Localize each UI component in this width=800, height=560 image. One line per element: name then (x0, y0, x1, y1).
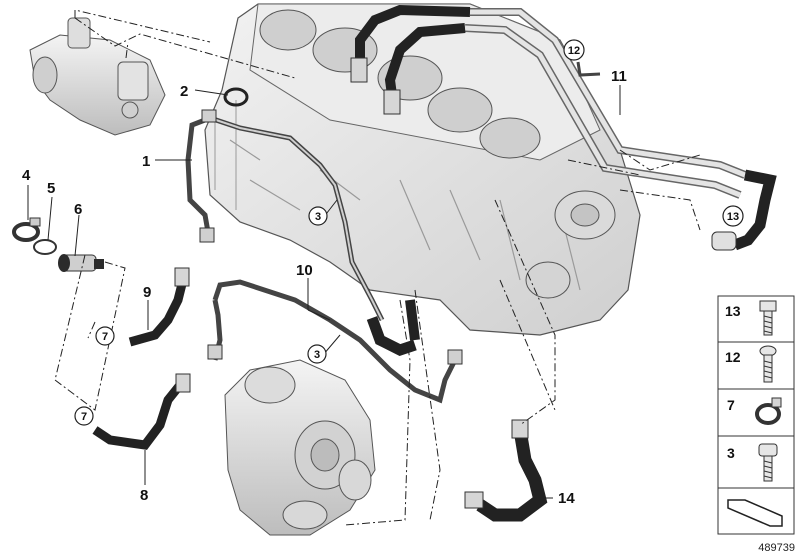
svg-text:12: 12 (725, 349, 741, 365)
hose-clamp-icon (755, 397, 782, 425)
socket-head-bolt-icon (758, 443, 778, 482)
callout-7a: 7 (95, 326, 115, 346)
bracket-12 (576, 61, 601, 77)
callout-3a: 3 (308, 206, 328, 226)
svg-text:13: 13 (725, 303, 741, 319)
legend-item-3: 3 (727, 443, 778, 482)
callout-13: 13 (722, 205, 744, 227)
hose-9 (128, 267, 190, 347)
svg-text:7: 7 (81, 411, 87, 423)
clamp-part-4 (12, 217, 41, 242)
callout-7b: 7 (74, 406, 94, 426)
callout-6: 6 (74, 201, 82, 218)
legend-item-7: 7 (727, 397, 782, 425)
callout-9: 9 (143, 284, 151, 301)
svg-text:7: 7 (727, 397, 735, 413)
legend-panel: 13 12 7 3 (717, 295, 795, 535)
direction-arrow-icon (727, 499, 783, 527)
callout-5: 5 (47, 180, 55, 197)
callout-11: 11 (611, 68, 627, 85)
callout-4: 4 (22, 167, 31, 184)
seal-ring-2 (223, 87, 249, 107)
egr-housing (29, 17, 166, 136)
svg-text:3: 3 (315, 211, 321, 223)
pipe-11-end-hose (711, 169, 777, 251)
hex-bolt-icon (759, 300, 777, 336)
svg-text:3: 3 (727, 445, 735, 461)
callout-8: 8 (140, 487, 148, 504)
callout-14: 14 (558, 490, 575, 507)
coolant-line-10 (207, 279, 463, 404)
callout-10: 10 (296, 262, 313, 279)
hose-14 (464, 419, 548, 522)
leader-lines (54, 9, 701, 526)
svg-text:3: 3 (314, 349, 320, 361)
callout-3b: 3 (307, 344, 327, 364)
svg-text:13: 13 (727, 211, 739, 223)
torx-bolt-icon (759, 345, 777, 383)
upper-hoses (350, 4, 471, 115)
svg-text:7: 7 (102, 331, 108, 343)
callout-2: 2 (180, 83, 188, 100)
legend-item-12: 12 (725, 345, 777, 383)
callout-12: 12 (563, 39, 585, 61)
sensor-6 (58, 254, 104, 272)
coolant-pipe-11 (464, 7, 747, 199)
seal-ring-5 (33, 239, 57, 255)
turbocharger (224, 359, 376, 536)
callout-1: 1 (142, 153, 150, 170)
callouts: 1 2 4 5 6 9 8 10 11 14 3 3 7 7 12 (22, 39, 744, 507)
hose-8 (92, 373, 191, 450)
legend-item-13: 13 (725, 300, 777, 336)
svg-text:12: 12 (568, 45, 580, 57)
image-id: 489739 (758, 542, 795, 554)
coolant-line-1 (185, 109, 385, 322)
